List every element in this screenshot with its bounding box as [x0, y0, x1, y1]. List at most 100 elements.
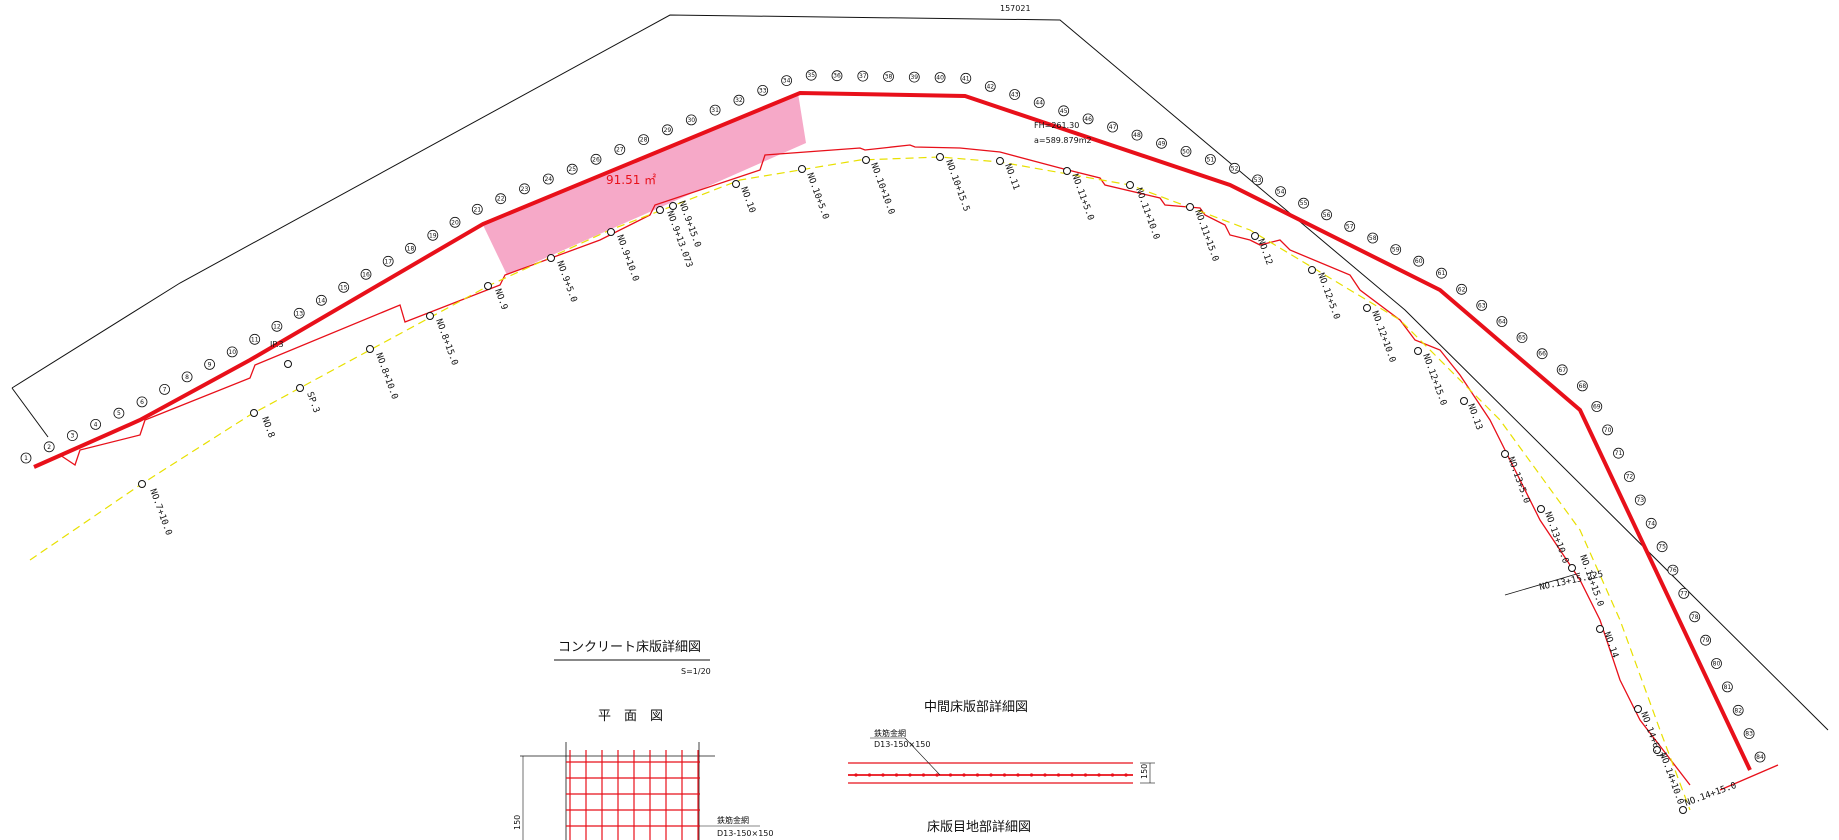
station-label: NO.13+5.0 — [1505, 456, 1531, 505]
wall-marker-circle — [1033, 97, 1045, 108]
wall-marker-number: 61 — [1438, 270, 1446, 277]
wall-marker-number: 52 — [1231, 165, 1239, 172]
wall-marker-circle — [662, 124, 673, 136]
wall-marker-circle — [1645, 517, 1657, 529]
station-label: NO.11+5.0 — [1069, 173, 1095, 222]
wall-marker-number: 69 — [1593, 404, 1601, 411]
station-label: NO.8+10.0 — [373, 352, 399, 401]
station-label: NO.10 — [738, 186, 757, 215]
station-label: NO.14+6.7 — [1638, 711, 1664, 760]
road-centerline — [29, 156, 1691, 811]
wall-marker-number: 58 — [1369, 235, 1377, 242]
detail-scale: S=1/20 — [681, 667, 711, 676]
wall-marker-circle — [757, 85, 769, 96]
wall-marker-circle — [1613, 447, 1624, 459]
wall-marker-number: 5 — [117, 410, 121, 417]
wall-marker-circle — [271, 320, 283, 332]
inner-boundary-corner — [1719, 764, 1779, 791]
wall-marker-circle — [1536, 348, 1548, 360]
wall-marker-circle — [1107, 121, 1118, 133]
wall-marker-circle — [831, 70, 843, 82]
wall-marker-circle — [1321, 209, 1332, 221]
station-label: NO.12+5.0 — [1315, 272, 1341, 321]
wall-marker-number: 15 — [340, 284, 348, 291]
fh-label: FH=261.30 — [1034, 121, 1079, 130]
wall-marker-circle — [67, 430, 78, 442]
station-label: NO.12+10.0 — [1369, 310, 1397, 364]
station-label: NO.11 — [1002, 163, 1021, 192]
wall-marker-circle — [1229, 162, 1240, 174]
wall-marker-circle — [1577, 380, 1588, 392]
area-label: 91.51 ㎡ — [606, 173, 656, 187]
wall-marker-circle — [1743, 728, 1755, 739]
wall-marker-circle — [984, 81, 996, 92]
station-markers — [138, 153, 1687, 814]
wall-marker-circle — [1009, 89, 1021, 100]
wall-marker-circle — [685, 114, 697, 126]
wall-marker-circle — [1722, 681, 1733, 693]
station-label: NO.12+15.0 — [1420, 353, 1448, 407]
wall-marker-number: 67 — [1558, 367, 1566, 374]
wall-marker-number: 30 — [687, 117, 695, 124]
station-label: NO.14 — [1601, 631, 1620, 660]
wall-marker-number: 56 — [1323, 212, 1331, 219]
wall-marker-number: 47 — [1109, 124, 1117, 131]
wall-marker-number: 83 — [1745, 731, 1753, 738]
wall-marker-number: 10 — [228, 349, 236, 356]
station-label: NO.14+15.0 — [1684, 781, 1738, 809]
wall-marker-number: 33 — [759, 87, 767, 94]
wall-marker-number: 2 — [47, 444, 51, 451]
wall-marker-number: 66 — [1538, 351, 1546, 358]
wall-marker-number: 59 — [1392, 247, 1400, 254]
wall-marker-number: 6 — [140, 399, 144, 406]
wall-marker-number: 19 — [429, 232, 437, 239]
station-label: NO.10+10.0 — [868, 162, 896, 216]
wall-marker-circle — [226, 346, 238, 358]
wall-marker-number: 4 — [94, 421, 98, 428]
wall-marker-circle — [1591, 401, 1603, 412]
wall-marker-circle — [1496, 316, 1508, 327]
outer-boundary-line — [11, 14, 1829, 731]
wall-marker-circle — [20, 452, 32, 464]
wall-marker-number: 39 — [910, 74, 918, 81]
wall-marker-circle — [1667, 564, 1679, 576]
wall-marker-circle — [1456, 283, 1467, 295]
wall-marker-circle — [405, 242, 416, 254]
wall-marker-number: 44 — [1035, 100, 1043, 107]
wall-marker-number: 79 — [1702, 637, 1710, 644]
wall-marker-number: 23 — [521, 186, 529, 193]
wall-marker-number: 70 — [1604, 427, 1612, 434]
wall-marker-number: 76 — [1669, 567, 1677, 574]
wall-marker-circle — [1275, 186, 1286, 198]
wall-marker-circle — [542, 173, 554, 185]
wall-marker-circle — [934, 72, 946, 83]
wall-marker-circle — [382, 255, 394, 267]
wall-marker-number: 37 — [859, 73, 867, 80]
wall-marker-circle — [566, 163, 578, 175]
wall-marker-circle — [1602, 424, 1613, 436]
wall-marker-circle — [1678, 588, 1690, 599]
wall-marker-circle — [1711, 658, 1722, 669]
wall-marker-number: 63 — [1478, 302, 1486, 309]
middle-dim-label: 150 — [1140, 764, 1149, 779]
wall-marker-circle — [1082, 113, 1094, 125]
wall-marker-number: 60 — [1415, 258, 1423, 265]
wall-marker-number: 3 — [70, 433, 74, 440]
wall-marker-number: 84 — [1756, 754, 1764, 761]
wall-markers: 1234567891011121314151617181920212223242… — [20, 69, 1766, 763]
wall-marker-circle — [159, 383, 171, 395]
wall-marker-number: 11 — [251, 336, 259, 343]
wall-marker-circle — [1131, 129, 1143, 141]
station-label: NO.8 — [259, 416, 276, 440]
wall-marker-circle — [883, 71, 894, 82]
wall-marker-number: 17 — [384, 258, 392, 265]
wall-marker-circle — [1556, 364, 1568, 376]
wall-marker-circle — [136, 396, 148, 408]
wall-marker-number: 35 — [807, 72, 815, 79]
outer-boundary-end — [11, 387, 49, 438]
station-label: NO.9+5.0 — [554, 260, 578, 304]
station-label: NO.10+5.0 — [804, 172, 830, 221]
wall-marker-circle — [471, 203, 483, 215]
wall-marker-number: 25 — [568, 166, 576, 173]
middle-rebar-spec: D13-150×150 — [874, 740, 930, 749]
